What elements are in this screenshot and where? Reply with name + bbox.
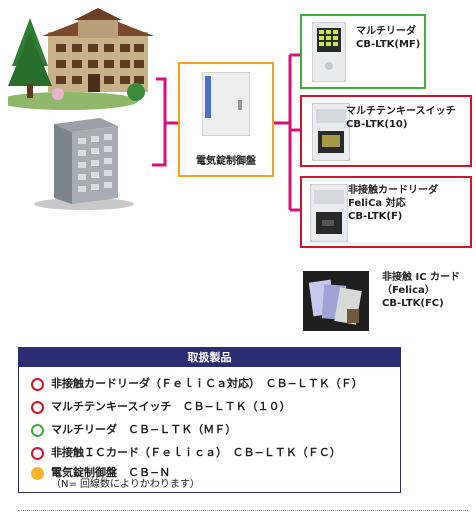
contactless-reader-felica: FeliCa 対応 [348, 198, 406, 209]
wire-building [152, 123, 167, 167]
dotted-divider [18, 510, 468, 511]
controller-label: 電気錠制御盤 [196, 156, 256, 167]
tenkey-switch-model: CB-LTK(10) [346, 119, 408, 130]
tenkey-switch-box: マルチテンキースイッチ CB-LTK(10) [300, 95, 472, 167]
legend-title: 取扱製品 [19, 348, 400, 367]
contactless-reader-model: CB-LTK(F) [348, 211, 403, 222]
wire-house [152, 77, 178, 125]
legend-note: （N= 回線数によりかわります） [51, 479, 200, 490]
legend-item-tenkey-switch: マルチテンキースイッチ ＣＢ−ＬＴＫ（１０） [51, 400, 291, 413]
contactless-reader-device [310, 184, 348, 242]
ic-card-name: 非接触 IC カード [382, 272, 461, 283]
product-legend: 取扱製品 非接触カードリーダ（ＦｅｌｉＣａ対応） ＣＢ−ＬＴＫ（Ｆ） マルチテン… [18, 347, 401, 493]
ic-card-photo [303, 271, 369, 331]
ic-card-felica: （Felica） [382, 285, 435, 296]
multi-reader-device [312, 22, 346, 82]
control-panel-image [202, 72, 250, 136]
contactless-reader-box: 非接触カードリーダ FeliCa 対応 CB-LTK(F) [300, 176, 472, 248]
legend-item-contactless-reader: 非接触カードリーダ（ＦｅｌｉＣａ対応） ＣＢ−ＬＴＫ（Ｆ） [51, 377, 363, 390]
contactless-reader-name: 非接触カードリーダ [348, 185, 438, 196]
multi-reader-model: CB-LTK(MF) [356, 39, 421, 50]
legend-marker-tenkey-switch [31, 401, 44, 414]
controller-box: 電気錠制御盤 [178, 62, 274, 177]
tenkey-switch-name: マルチテンキースイッチ [346, 106, 456, 117]
tenkey-switch-device [312, 103, 350, 161]
multi-reader-box: マルチリーダ CB-LTK(MF) [300, 14, 426, 89]
legend-marker-contactless-reader [31, 378, 44, 391]
office-building-illustration [34, 118, 134, 210]
legend-marker-multi-reader [31, 424, 44, 437]
legend-item-ic-card: 非接触ＩＣカード（Ｆｅｌｉｃａ） ＣＢ−ＬＴＫ（ＦＣ） [51, 446, 341, 459]
ic-card-model: CB-LTK(FC) [382, 298, 444, 309]
legend-marker-ic-card [31, 447, 44, 460]
multi-reader-name: マルチリーダ [356, 26, 416, 37]
legend-item-controller: 電気錠制御盤 ＣＢ−Ｎ [51, 466, 171, 479]
legend-marker-controller [31, 467, 44, 480]
house-illustration [8, 6, 156, 110]
legend-item-multi-reader: マルチリーダ ＣＢ−ＬＴＫ（ＭＦ） [51, 423, 237, 436]
